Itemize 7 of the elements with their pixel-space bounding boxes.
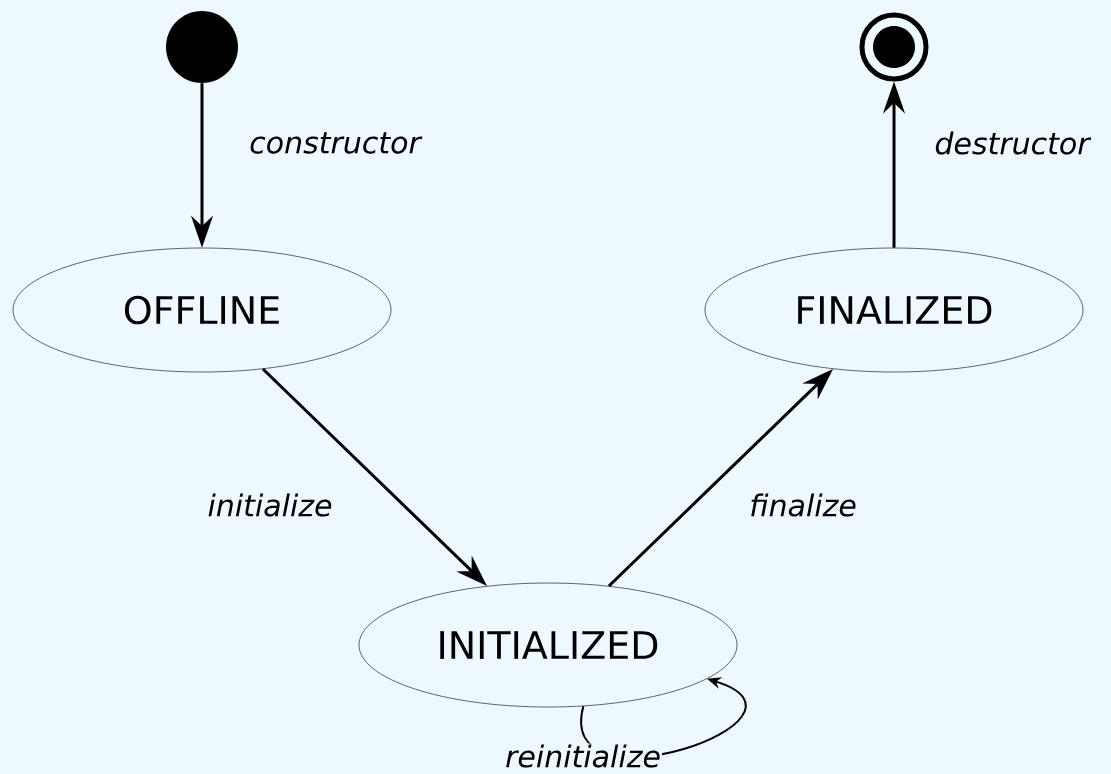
final-state (859, 12, 929, 82)
edge-label: initialize (208, 493, 332, 517)
edge-label: reinitialize (506, 744, 660, 768)
edge-label: finalize (751, 493, 856, 517)
initial-state (166, 11, 238, 83)
edge-label: constructor (250, 132, 423, 154)
edge-label: destructor (935, 131, 1092, 155)
